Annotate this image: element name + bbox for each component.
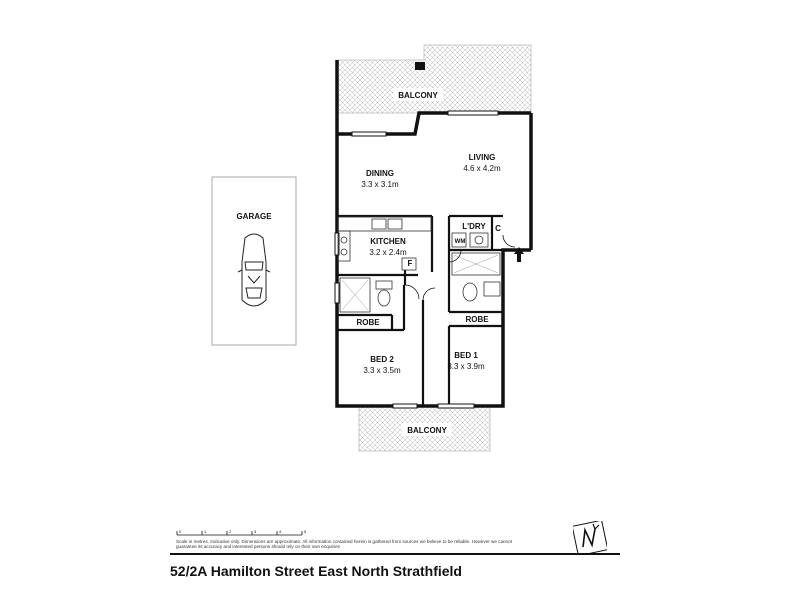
- dining-size: 3.3 x 3.1m: [361, 180, 399, 189]
- bed2-label: BED 2: [370, 355, 394, 364]
- bed2-size: 3.3 x 3.5m: [363, 366, 401, 375]
- bathroom-right: [451, 252, 501, 302]
- car-icon: [237, 233, 271, 307]
- property-address: 52/2A Hamilton Street East North Strathf…: [170, 563, 462, 579]
- balcony-top: BALCONY: [336, 44, 532, 114]
- living-size: 4.6 x 4.2m: [463, 164, 501, 173]
- bathroom-left: [339, 277, 393, 313]
- kitchen-fixtures: [337, 216, 432, 271]
- kitchen-label: KITCHEN: [370, 237, 406, 246]
- scale-ticks: 0 1 2 3 4 5: [176, 529, 306, 535]
- robe-left-label: ROBE: [356, 318, 380, 327]
- windows: [334, 110, 499, 409]
- scale-tick-label: 4: [279, 529, 282, 534]
- scale-bar: 0 1 2 3 4 5: [176, 529, 306, 536]
- living-label: LIVING: [469, 153, 496, 162]
- laundry-label: L'DRY: [462, 222, 486, 231]
- washing-machine-label: WM: [455, 239, 466, 245]
- cupboard-label: C: [495, 224, 501, 233]
- scale-tick-label: 0: [179, 529, 182, 534]
- bed1-size: 3.3 x 3.9m: [447, 362, 485, 371]
- scale-tick-label: 5: [304, 529, 306, 534]
- doors: [404, 234, 516, 301]
- balcony-bottom: BALCONY: [358, 405, 491, 452]
- kitchen-size: 3.2 x 2.4m: [369, 248, 407, 257]
- garage-label: GARAGE: [236, 212, 272, 221]
- robe-right-label: ROBE: [465, 315, 489, 324]
- disclaimer-text: Scale in metres. Indicative only. Dimens…: [176, 539, 512, 550]
- dining-label: DINING: [366, 169, 394, 178]
- interior-walls: [337, 214, 503, 406]
- bed1-label: BED 1: [454, 351, 478, 360]
- entry-arrow-icon: [514, 247, 524, 262]
- scale-tick-label: 3: [254, 529, 257, 534]
- footer-divider: [170, 553, 620, 555]
- garage: GARAGE: [211, 176, 297, 346]
- laundry-fixtures: [451, 232, 489, 248]
- balcony-bottom-label: BALCONY: [407, 426, 447, 435]
- fridge-label: F: [408, 259, 413, 268]
- balcony-top-label: BALCONY: [398, 91, 438, 100]
- scale-tick-label: 1: [204, 529, 207, 534]
- north-compass-icon: [573, 521, 607, 555]
- scale-tick-label: 2: [229, 529, 232, 534]
